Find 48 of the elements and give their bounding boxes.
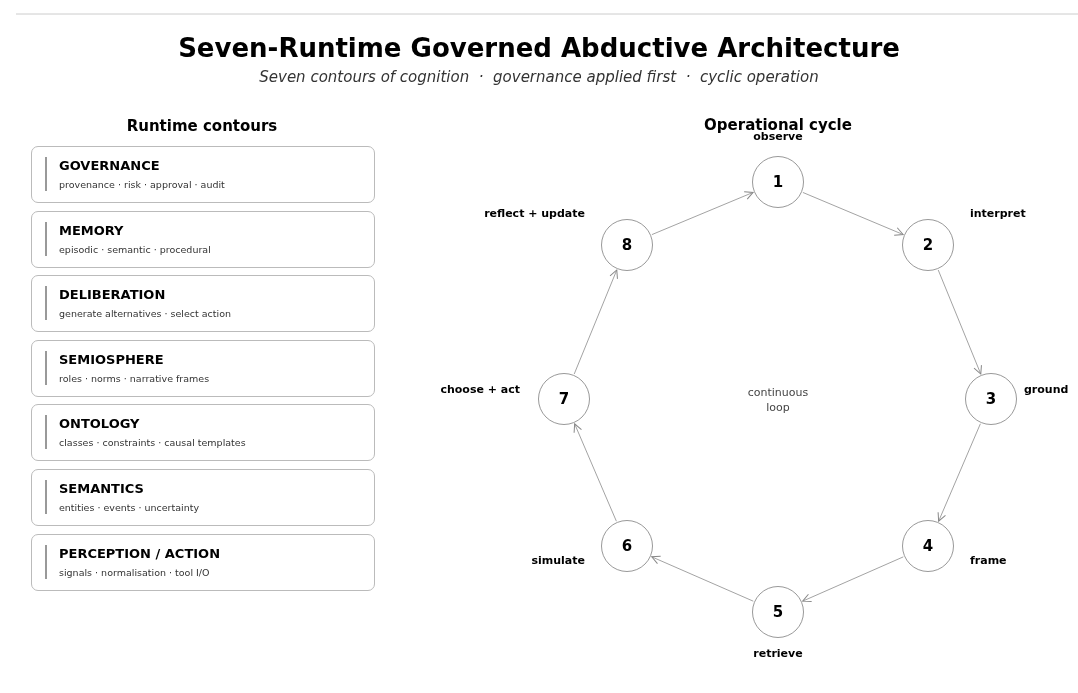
card-heading: SEMANTICS xyxy=(59,481,144,496)
step-circle xyxy=(902,520,954,572)
step-number: 8 xyxy=(620,236,634,254)
card-heading: ONTOLOGY xyxy=(59,416,140,432)
step-number: 5 xyxy=(771,603,785,621)
step-label: ground xyxy=(1024,383,1069,396)
subtitle: Seven contours of cognition · governance applied first · cyclic operation xyxy=(258,68,820,86)
step-circle xyxy=(902,219,954,271)
card-description: generate alternatives · select action xyxy=(59,308,231,320)
step-circle xyxy=(538,373,590,425)
step-label: reflect + update xyxy=(484,207,585,220)
contour-card xyxy=(31,275,375,333)
contour-card xyxy=(31,146,375,203)
step-label: choose + act xyxy=(440,383,520,396)
card-description: roles · norms · narrative frames xyxy=(59,372,210,384)
card-description: classes · constraints · causal templates xyxy=(59,437,246,449)
card-description: signals · normalisation · tool I/O xyxy=(59,566,210,578)
card-description: provenance · risk · approval · audit xyxy=(59,179,225,190)
card-heading: GOVERNANCE xyxy=(59,158,160,173)
step-circle xyxy=(965,373,1017,425)
title: Seven-Runtime Governed Abductive Architecture xyxy=(177,33,901,63)
card-heading: PERCEPTION / ACTION xyxy=(59,545,221,561)
step-number: 4 xyxy=(921,537,935,555)
card-heading: DELIBERATION xyxy=(59,287,166,303)
step-circle xyxy=(601,520,653,572)
step-number: 2 xyxy=(921,236,935,254)
contour-card xyxy=(31,533,375,591)
step-number: 6 xyxy=(620,537,634,555)
contour-card xyxy=(31,210,375,268)
card-description: episodic · semantic · procedural xyxy=(59,243,211,255)
step-label: interpret xyxy=(970,207,1026,220)
card-description: entities · events · uncertainty xyxy=(59,502,200,513)
step-number: 7 xyxy=(557,390,571,408)
step-label: retrieve xyxy=(753,647,803,660)
step-label: frame xyxy=(970,554,1007,567)
contour-card xyxy=(31,469,375,526)
step-number: 3 xyxy=(984,390,998,408)
step-label: simulate xyxy=(531,554,585,567)
step-circle xyxy=(752,586,804,638)
step-circle xyxy=(601,219,653,271)
card-heading: MEMORY xyxy=(59,222,124,238)
step-number: 1 xyxy=(771,173,785,191)
contour-card xyxy=(31,404,375,462)
contour-card xyxy=(31,339,375,397)
card-heading: SEMIOSPHERE xyxy=(59,351,164,367)
step-circle xyxy=(752,156,804,208)
section-heading: Runtime contours xyxy=(126,117,278,135)
center-note: continuous loop xyxy=(746,385,810,415)
